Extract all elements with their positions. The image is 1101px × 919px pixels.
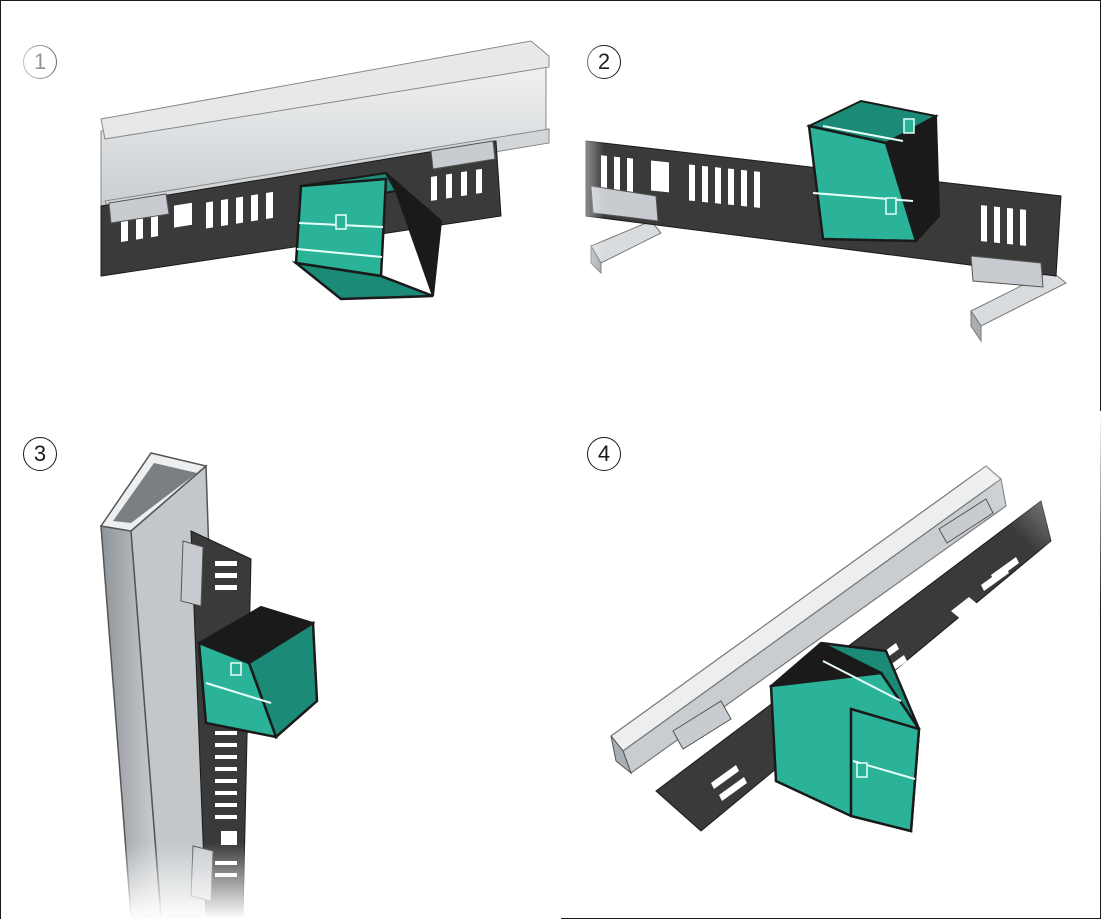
panel-4: 4	[561, 411, 1101, 919]
panel-1: 1	[1, 1, 561, 411]
vertical-post-mount-illustration	[1, 411, 561, 919]
panel-3: 3	[1, 411, 561, 919]
strut-rail-mount-illustration	[561, 1, 1101, 411]
panel-2: 2	[561, 1, 1101, 411]
i-beam-mount-illustration	[1, 1, 561, 411]
diagonal-channel-mount-illustration	[561, 411, 1101, 919]
